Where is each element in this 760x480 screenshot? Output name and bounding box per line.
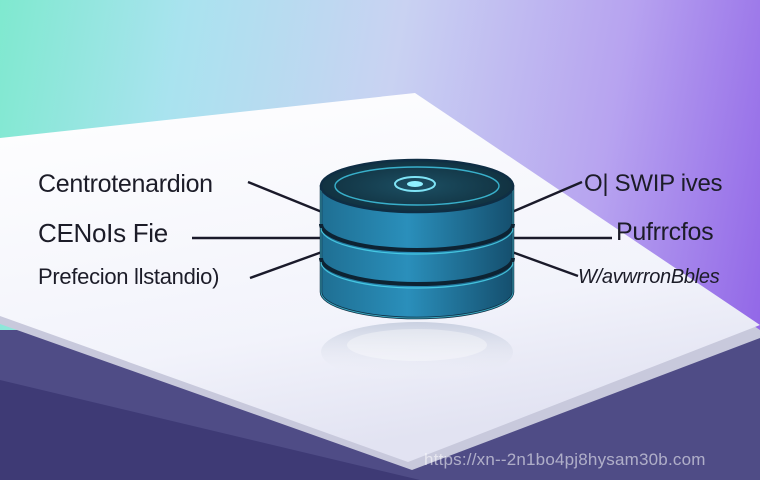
label-left-2: CENoIs Fie	[38, 218, 168, 248]
label-left-3: Prefecion llstandio)	[38, 264, 220, 289]
database-disk-icon	[319, 158, 515, 320]
disk-reflection	[321, 322, 513, 382]
connector-right-1	[511, 180, 583, 214]
label-left-1: Centrotenardion	[38, 170, 213, 198]
disk-reflection-inner	[347, 329, 487, 361]
disk-seam-2-glow	[320, 261, 514, 289]
connector-right-3	[511, 250, 579, 278]
disk-seam-1	[319, 223, 515, 252]
watermark-url: https://xn--2n1bo4pj8hysam30b.com	[424, 450, 706, 469]
disk-seam-1-glow	[320, 227, 514, 255]
disk-hub-inner	[407, 181, 423, 187]
disk-hub-outer	[394, 176, 436, 192]
floor-shade	[0, 380, 420, 480]
connector-left-1	[247, 180, 323, 214]
connector-left-3	[249, 250, 323, 280]
disk-seam-2	[319, 257, 515, 286]
label-right-2: Pufrrcfos	[616, 218, 714, 246]
label-right-1: O| SWIP ives	[584, 170, 723, 197]
connectors	[192, 180, 612, 280]
label-right-3: W/avwrronBbles	[578, 266, 720, 288]
disk-rim-highlight	[320, 186, 514, 319]
disk-top-ring	[334, 166, 500, 206]
